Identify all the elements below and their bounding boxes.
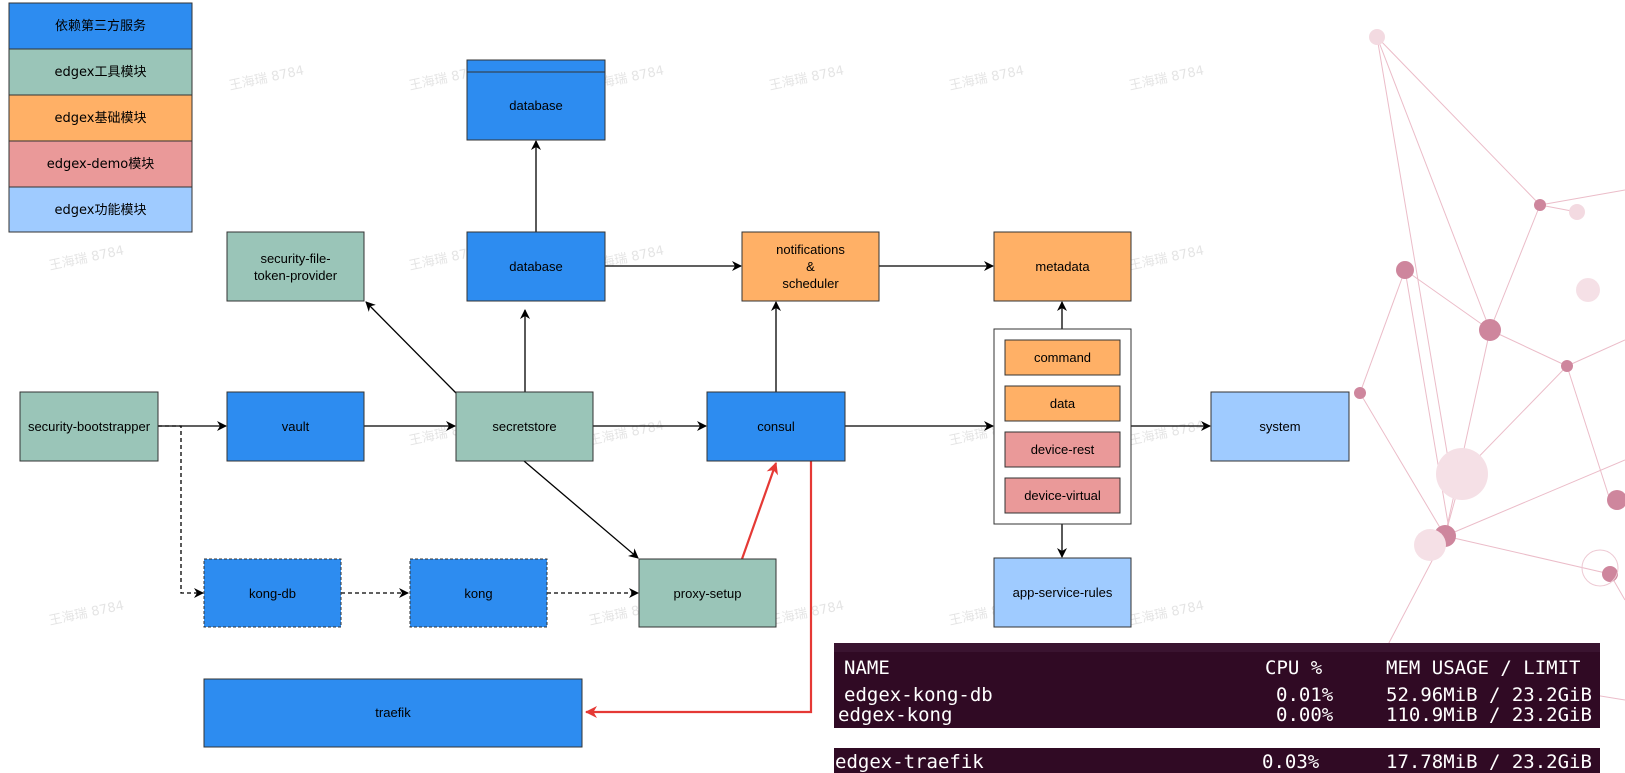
node-label: command bbox=[1034, 350, 1091, 365]
watermark-text: 王海瑞 8784 bbox=[1128, 243, 1206, 274]
terminal-panel-top bbox=[834, 643, 1600, 728]
terminal-cut-line bbox=[834, 643, 1600, 652]
node-notifications-scheduler: notifications & scheduler bbox=[741, 231, 880, 302]
watermark-text: 王海瑞 8784 bbox=[588, 418, 666, 449]
node-security-file-token-provider: security-file- token-provider bbox=[226, 231, 365, 302]
legend-swatch-base bbox=[8, 94, 193, 142]
node-app-service-rules: app-service-rules bbox=[993, 557, 1132, 628]
terminal-header-cpu: CPU % bbox=[1265, 657, 1323, 679]
node-label: traefik bbox=[375, 705, 411, 720]
edge-bootstrapper-to-kong-db bbox=[158, 425, 204, 598]
node-kong: kong bbox=[409, 558, 548, 628]
terminal-row-cpu: 0.00% bbox=[1276, 704, 1334, 726]
node-secretstore: secretstore bbox=[455, 391, 594, 462]
node-traefik: traefik bbox=[203, 678, 583, 748]
node-label: secretstore bbox=[492, 419, 556, 434]
legend-swatch-function bbox=[8, 186, 193, 233]
terminal-row-cpu: 0.01% bbox=[1276, 684, 1334, 706]
watermark-text: 王海瑞 8784 bbox=[1128, 418, 1206, 449]
node-data: data bbox=[1004, 385, 1121, 422]
terminal-row-name: edgex-kong-db bbox=[844, 684, 993, 706]
node-label: database bbox=[509, 98, 563, 113]
node-label: kong-db bbox=[249, 586, 296, 601]
legend-label-third-party: 依赖第三方服务 bbox=[55, 18, 146, 34]
terminal-row-mem: 110.9MiB / 23.2GiB bbox=[1386, 704, 1592, 726]
node-label-line-1: security-file- bbox=[260, 251, 330, 266]
legend-swatch-demo bbox=[8, 140, 193, 188]
watermark-text: 王海瑞 8784 bbox=[1128, 63, 1206, 94]
node-label: system bbox=[1259, 419, 1300, 434]
node-label: data bbox=[1050, 396, 1076, 411]
node-label: security-bootstrapper bbox=[28, 419, 151, 434]
node-consul: consul bbox=[706, 391, 846, 462]
edge-consul-to-traefik bbox=[585, 461, 813, 718]
node-label-line-2: & bbox=[806, 259, 815, 274]
node-device-virtual: device-virtual bbox=[1004, 477, 1121, 514]
legend-swatch-third-party bbox=[8, 2, 193, 50]
terminal-row-cpu: 0.03% bbox=[1262, 751, 1320, 773]
watermark-text: 王海瑞 8784 bbox=[768, 63, 846, 94]
terminal-panel-bottom bbox=[834, 748, 1600, 773]
terminal-header-name: NAME bbox=[844, 657, 890, 679]
node-kong-db: kong-db bbox=[203, 558, 342, 628]
node-label: device-rest bbox=[1031, 442, 1095, 457]
edge-proxy-setup-to-consul bbox=[740, 462, 778, 560]
node-metadata: metadata bbox=[993, 231, 1132, 302]
terminal-stats: NAME CPU % MEM USAGE / LIMIT edgex-kong-… bbox=[834, 643, 1600, 773]
node-database: database bbox=[466, 231, 606, 302]
terminal-row-name: edgex-kong bbox=[838, 704, 952, 726]
edges bbox=[158, 140, 1211, 598]
watermark-text: 王海瑞 8784 bbox=[48, 243, 126, 274]
legend-label-function: edgex功能模块 bbox=[55, 203, 147, 218]
watermark-text: 王海瑞 8784 bbox=[48, 598, 126, 629]
node-label: metadata bbox=[1035, 259, 1090, 274]
node-label: app-service-rules bbox=[1013, 585, 1113, 600]
node-label: kong bbox=[464, 586, 492, 601]
node-label: proxy-setup bbox=[674, 586, 742, 601]
node-proxy-setup: proxy-setup bbox=[638, 558, 777, 628]
node-label-line-1: notifications bbox=[776, 242, 845, 257]
legend-label-base: edgex基础模块 bbox=[55, 111, 147, 126]
node-command: command bbox=[1004, 339, 1121, 376]
node-label: device-virtual bbox=[1024, 488, 1101, 503]
edge-secretstore-to-token-provider bbox=[365, 301, 457, 394]
legend-label-tool: edgex工具模块 bbox=[55, 65, 147, 80]
watermark-text: 王海瑞 8784 bbox=[228, 63, 306, 94]
node-system: system bbox=[1210, 391, 1350, 462]
terminal-row-mem: 52.96MiB / 23.2GiB bbox=[1386, 684, 1592, 706]
terminal-header-mem: MEM USAGE / LIMIT bbox=[1386, 657, 1580, 679]
legend: 依赖第三方服务 edgex工具模块 edgex基础模块 edgex-demo模块… bbox=[8, 2, 193, 233]
node-vault: vault bbox=[226, 391, 365, 462]
red-edges bbox=[585, 461, 813, 718]
node-label: database bbox=[509, 259, 563, 274]
node-label: vault bbox=[282, 419, 310, 434]
edge-secretstore-to-proxy-setup bbox=[523, 460, 639, 559]
watermark-text: 王海瑞 8784 bbox=[1128, 598, 1206, 629]
node-security-bootstrapper: security-bootstrapper bbox=[19, 391, 159, 462]
legend-label-demo: edgex-demo模块 bbox=[47, 157, 155, 172]
node-label-line-2: token-provider bbox=[254, 268, 338, 283]
watermark-text: 王海瑞 8784 bbox=[948, 63, 1026, 94]
node-label-line-3: scheduler bbox=[782, 276, 839, 291]
nodes: database database security-file- token-p… bbox=[19, 59, 1350, 748]
terminal-row-mem: 17.78MiB / 23.2GiB bbox=[1386, 751, 1592, 773]
watermark-text: 王海瑞 8784 bbox=[768, 598, 846, 629]
network-decoration bbox=[1354, 29, 1625, 701]
terminal-row-name: edgex-traefik bbox=[835, 751, 984, 773]
node-label: consul bbox=[757, 419, 795, 434]
node-database-top: database bbox=[466, 59, 606, 141]
node-device-rest: device-rest bbox=[1004, 431, 1121, 468]
